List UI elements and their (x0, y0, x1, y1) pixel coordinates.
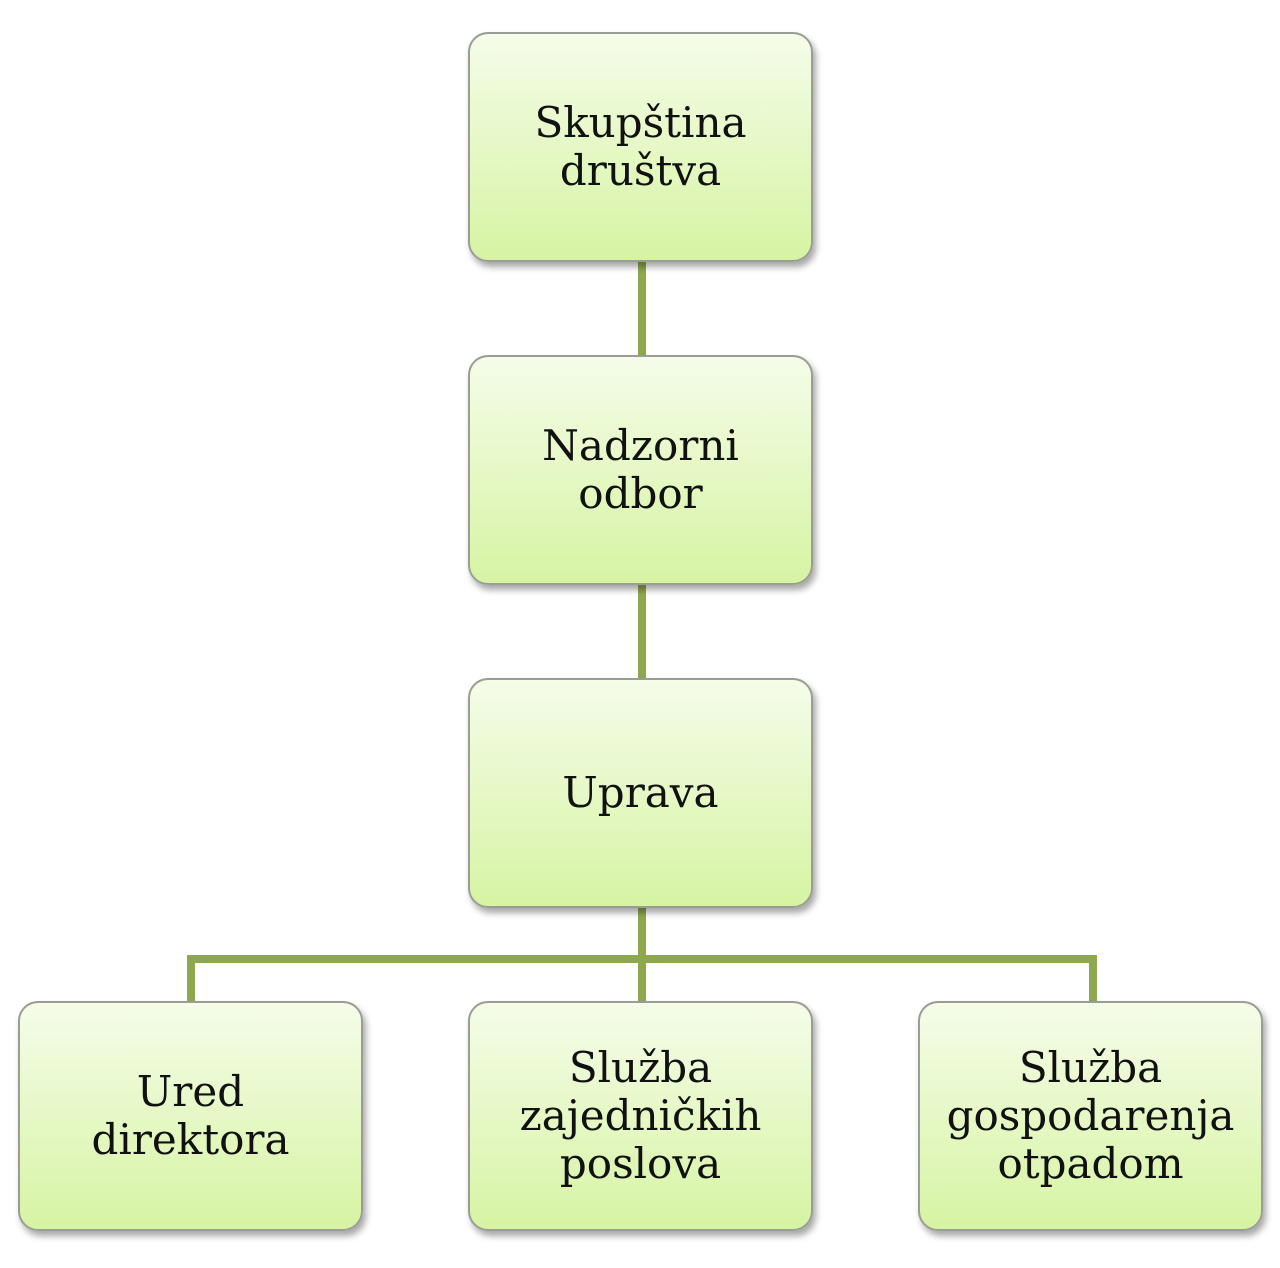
node-skupstina-drustva: Skupština društva (468, 32, 813, 262)
node-label: Služba zajedničkih poslova (519, 1043, 762, 1188)
node-label: Uprava (562, 768, 719, 817)
connector-to-ured (187, 955, 195, 1001)
connector-uprava-down (638, 907, 646, 1001)
node-label: Ured direktora (91, 1067, 290, 1164)
node-sluzba-gospodarenja-otpadom: Služba gospodarenja otpadom (918, 1001, 1263, 1231)
node-label: Služba gospodarenja otpadom (946, 1043, 1235, 1188)
connector-horizontal (187, 955, 1097, 963)
node-label: Skupština društva (534, 98, 747, 195)
node-sluzba-zajednickih-poslova: Služba zajedničkih poslova (468, 1001, 813, 1231)
node-nadzorni-odbor: Nadzorni odbor (468, 355, 813, 585)
node-uprava: Uprava (468, 678, 813, 908)
node-label: Nadzorni odbor (542, 421, 739, 518)
connector-nadzorni-uprava (638, 584, 646, 679)
connector-to-sluzba-otpad (1089, 955, 1097, 1001)
connector-skupstina-nadzorni (638, 262, 646, 356)
node-ured-direktora: Ured direktora (18, 1001, 363, 1231)
